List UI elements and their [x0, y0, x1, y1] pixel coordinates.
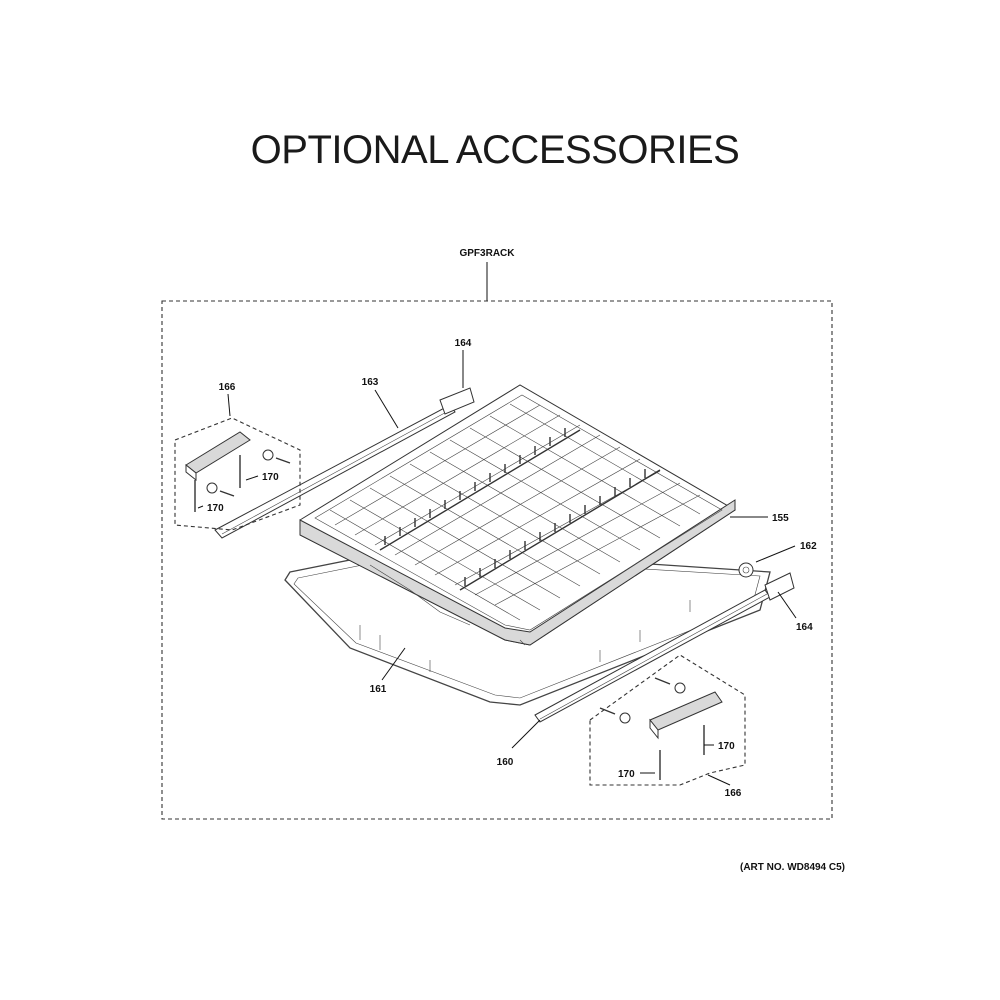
assembly-boundary: [161, 300, 833, 820]
callout-155: 155: [772, 513, 789, 524]
end-cap-164-top: [439, 387, 475, 415]
callout-170-left-b: 170: [207, 503, 224, 514]
callout-170-right-a: 170: [718, 741, 735, 752]
callout-166-left: 166: [219, 382, 236, 393]
callout-164-top: 164: [455, 338, 472, 349]
stop-clip-162: [738, 562, 754, 578]
assembly-group: GPF3RACK: [161, 248, 833, 820]
end-cap-164-right: [764, 572, 795, 601]
subassembly-166-right: [589, 654, 746, 786]
rail-163: [214, 404, 456, 539]
callout-170-left-a: 170: [262, 472, 279, 483]
subassembly-166-left: [174, 417, 301, 531]
leader-lines: [197, 350, 797, 786]
callout-161: 161: [370, 684, 387, 695]
callout-170-right-b: 170: [618, 769, 635, 780]
callouts: 164 163 166 170 170 155 162 164 161 160 …: [207, 338, 817, 799]
callout-160: 160: [497, 757, 514, 768]
callout-163: 163: [362, 377, 379, 388]
rack-basket-155: [299, 384, 736, 646]
diagram-title: OPTIONAL ACCESSORIES: [250, 128, 740, 172]
callout-164-right: 164: [796, 622, 813, 633]
assembly-label: GPF3RACK: [459, 248, 515, 259]
callout-162: 162: [800, 541, 817, 552]
art-number: (ART NO. WD8494 C5): [740, 862, 846, 873]
callout-166-right: 166: [725, 788, 742, 799]
